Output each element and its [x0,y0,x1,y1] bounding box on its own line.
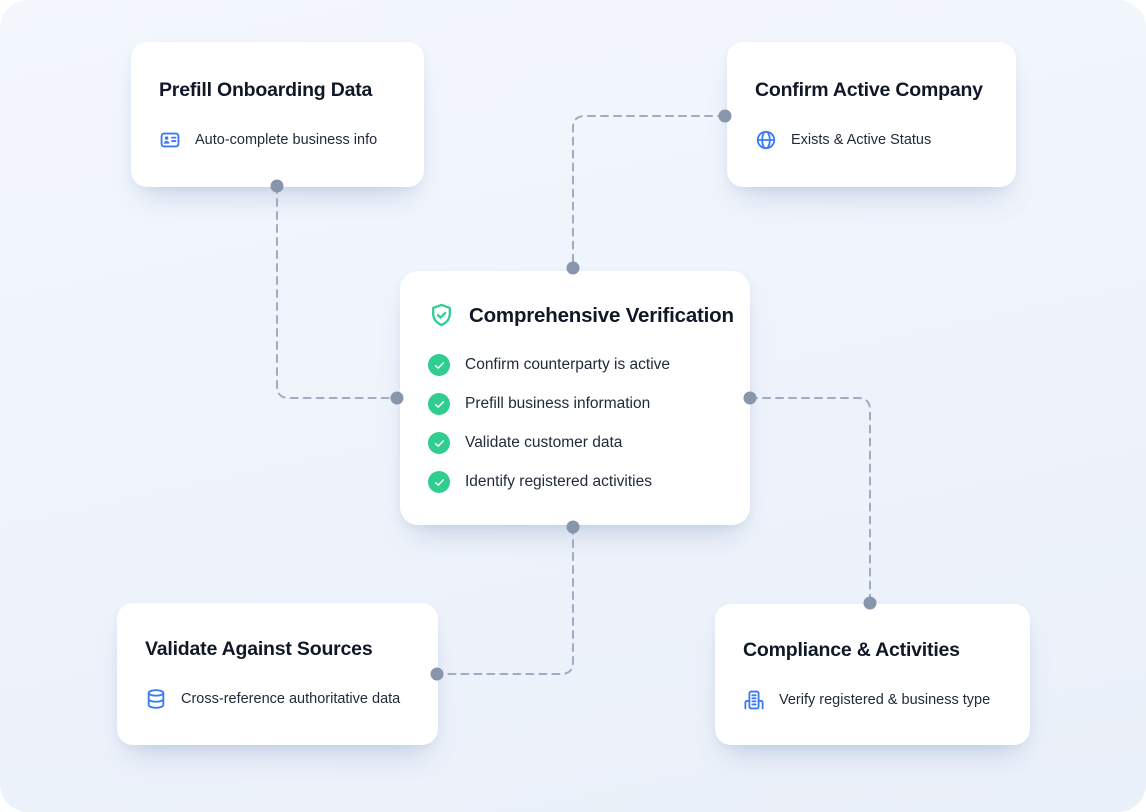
check-circle-icon [428,432,450,454]
check-circle-icon [428,471,450,493]
connector-center-to-compliance [749,397,871,604]
feature-row: Auto-complete business info [159,129,396,151]
feature-row: Cross-reference authoritative data [145,688,410,710]
connector-prefill-to-center [276,185,398,399]
card-title: Compliance & Activities [743,638,960,661]
connector-center-to-validate [436,526,574,675]
check-item: Confirm counterparty is active [428,354,722,376]
building-icon [743,689,765,711]
feature-row: Exists & Active Status [755,129,988,151]
card-title: Validate Against Sources [145,638,373,660]
check-item: Validate customer data [428,432,722,454]
center-title-row: Comprehensive Verification [428,302,734,329]
check-item: Prefill business information [428,393,722,415]
card-prefill-onboarding-data: Prefill Onboarding Data Auto-complete bu… [131,42,424,187]
check-circle-icon [428,393,450,415]
center-card-title: Comprehensive Verification [469,303,734,327]
card-title: Confirm Active Company [755,78,983,101]
feature-text: Verify registered & business type [779,691,991,708]
shield-check-icon [428,302,455,329]
check-item-text: Identify registered activities [465,473,652,490]
card-comprehensive-verification: Comprehensive Verification Confirm count… [400,271,750,525]
globe-icon [755,129,777,151]
check-item-text: Prefill business information [465,395,651,412]
feature-text: Cross-reference authoritative data [181,691,401,707]
connector-confirm-to-center [572,115,726,269]
database-icon [145,688,167,710]
card-confirm-active-company: Confirm Active Company Exists & Active S… [727,42,1016,187]
feature-text: Exists & Active Status [791,131,932,148]
card-compliance-activities: Compliance & Activities Verify registere… [715,604,1030,745]
id-card-icon [159,129,181,151]
card-validate-against-sources: Validate Against Sources Cross-reference… [117,603,438,745]
feature-text: Auto-complete business info [195,131,378,148]
check-circle-icon [428,354,450,376]
check-item-text: Confirm counterparty is active [465,356,671,373]
check-item: Identify registered activities [428,471,722,493]
check-item-text: Validate customer data [465,434,623,451]
verification-check-list: Confirm counterparty is active Prefill b… [428,354,722,493]
feature-row: Verify registered & business type [743,689,1002,711]
card-title: Prefill Onboarding Data [159,78,373,101]
